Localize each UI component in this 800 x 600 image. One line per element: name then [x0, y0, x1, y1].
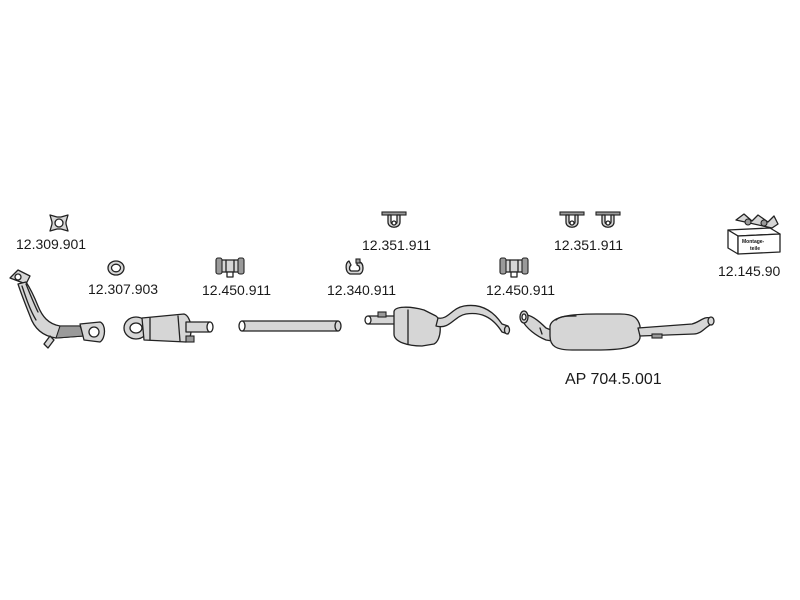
part-label-gasket-square: 12.309.901 — [16, 236, 87, 252]
hanger-pair-icon — [559, 211, 621, 228]
part-label-clamp-1: 12.450.911 — [202, 282, 272, 298]
catalytic-converter-icon — [123, 313, 214, 343]
part-label-clamp-u: 12.340.911 — [327, 282, 397, 298]
mounting-kit-box-icon: Montage- teile — [727, 213, 781, 255]
assembly-label: AP 704.5.001 — [565, 371, 662, 388]
clamp-icon-2 — [499, 257, 529, 278]
intermediate-pipe-icon — [238, 320, 342, 332]
middle-silencer-icon — [364, 304, 511, 347]
hanger-icon — [381, 211, 407, 228]
part-label-hanger-1: 12.351.911 — [362, 237, 432, 253]
front-pipe-icon — [9, 269, 106, 349]
rear-silencer-icon — [519, 310, 715, 351]
u-clamp-icon — [345, 258, 364, 275]
ring-gasket-icon — [107, 260, 125, 276]
part-label-hangers-2: 12.351.911 — [554, 237, 624, 253]
part-label-clamp-2: 12.450.911 — [486, 282, 556, 298]
kit-box-text-line1: Montage- — [742, 239, 765, 245]
part-label-mounting-kit: 12.145.90 — [718, 263, 781, 279]
kit-box-text-line2: teile — [750, 246, 760, 252]
square-gasket-icon — [49, 214, 69, 232]
part-label-ring-gasket: 12.307.903 — [88, 281, 159, 297]
clamp-icon — [215, 257, 245, 278]
